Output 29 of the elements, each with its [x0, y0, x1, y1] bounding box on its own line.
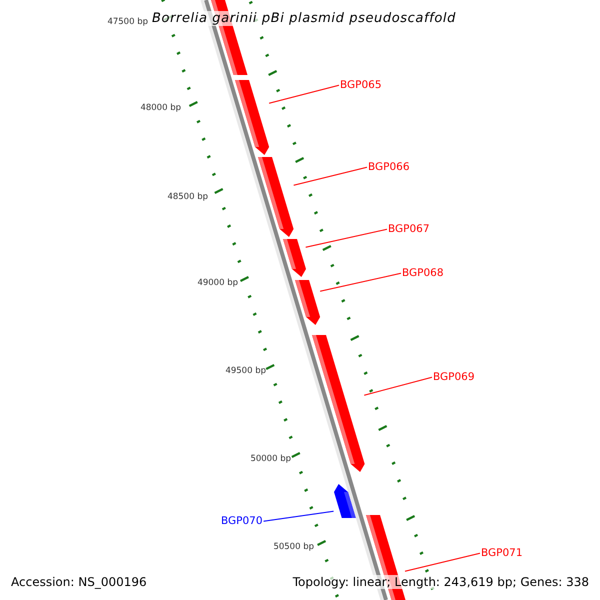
- position-label: 48500 bp: [167, 193, 208, 202]
- gene-label: BGP068: [402, 268, 444, 278]
- position-label: 50000 bp: [250, 455, 291, 464]
- gene-label: BGP067: [388, 224, 430, 234]
- gene-label: BGP071: [481, 548, 523, 558]
- summary-text: Topology: linear; Length: 243,619 bp; Genes: 338: [290, 575, 591, 589]
- gene-label: BGP069: [433, 372, 475, 382]
- leader-line: [320, 272, 402, 292]
- position-label: 48000 bp: [140, 104, 181, 112]
- position-label: 50500 bp: [273, 543, 314, 552]
- reverse-gene-segment: [334, 484, 356, 518]
- forward-gene-segment: [295, 280, 320, 325]
- position-label: 49500 bp: [225, 367, 266, 376]
- forward-gene-segment: [312, 335, 364, 472]
- forward-gene-segment: [282, 239, 306, 277]
- title: Borrelia garinii pBi plasmid pseudoscaffold: [150, 11, 458, 26]
- gene-label: BGP066: [368, 162, 410, 172]
- leader-line: [268, 84, 340, 104]
- gene-label: BGP070: [221, 516, 263, 526]
- leader-line: [364, 376, 432, 396]
- leader-line: [263, 510, 334, 522]
- accession-text: Accession: NS_000196: [9, 575, 149, 589]
- gene-label: BGP065: [340, 80, 382, 90]
- leader-line: [305, 228, 388, 248]
- position-label: 47500 bp: [107, 18, 148, 26]
- leader-line: [404, 552, 480, 572]
- forward-gene-segment: [258, 157, 294, 237]
- position-label: 49000 bp: [197, 279, 238, 288]
- forward-gene-segment: [235, 80, 270, 155]
